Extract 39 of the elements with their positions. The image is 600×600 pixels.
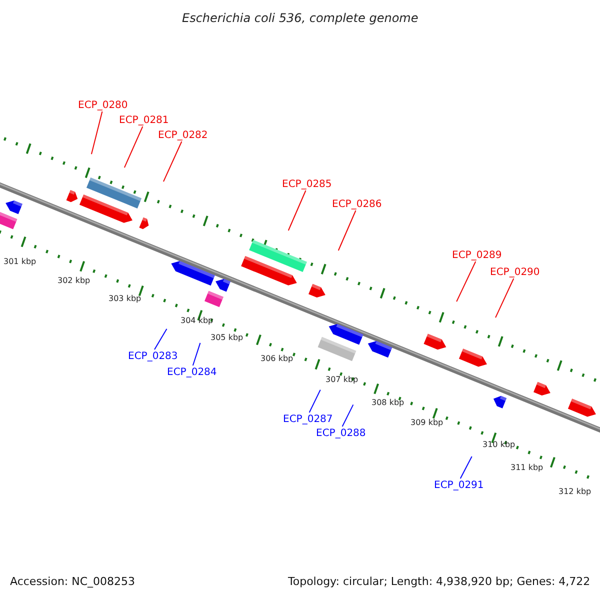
gene-label: ECP_0288 <box>316 428 366 438</box>
genome-summary: Topology: circular; Length: 4,938,920 bp; Genes: 4,722 <box>288 576 590 588</box>
map-title: Escherichia coli 536, complete genome <box>182 12 418 25</box>
scale-label: 312 kbp <box>558 488 592 496</box>
leader-line <box>308 389 321 413</box>
leader-line <box>495 278 514 318</box>
leader-line <box>338 210 356 251</box>
accession-text: Accession: NC_008253 <box>10 576 136 588</box>
gene-label: ECP_0280 <box>78 100 128 110</box>
leader-line <box>162 141 182 182</box>
leader-line <box>288 190 306 231</box>
gene-label: ECP_0290 <box>490 266 540 278</box>
scale-label: 303 kbp <box>108 294 142 304</box>
scale-label: 310 kbp <box>482 440 516 450</box>
gene-label: ECP_0281 <box>119 114 169 126</box>
leader-line <box>90 111 103 155</box>
gene-label: ECP_0282 <box>158 130 208 140</box>
gene-label: ECP_0289 <box>452 250 502 260</box>
scale-label: 307 kbp <box>326 376 358 384</box>
scale-label: 309 kbp <box>410 418 444 428</box>
gene-label: ECP_0286 <box>332 198 382 210</box>
leader-line <box>460 456 472 479</box>
scale-label: 311 kbp <box>510 464 544 472</box>
scale-label: 302 kbp <box>58 276 90 286</box>
leader-line <box>456 261 476 302</box>
scale-label: 308 kbp <box>372 398 404 408</box>
gene-label: ECP_0291 <box>434 480 484 490</box>
gene-label: ECP_0285 <box>282 178 332 190</box>
leader-line <box>124 126 144 168</box>
leader-line <box>192 342 201 366</box>
scale-label: 305 kbp <box>210 334 244 342</box>
gene-label: ECP_0283 <box>128 350 178 362</box>
scale-label: 301 kbp <box>4 258 36 266</box>
leader-line <box>154 328 168 350</box>
scale-label: 306 kbp <box>260 354 294 364</box>
leader-line <box>342 404 354 427</box>
gene-label: ECP_0284 <box>167 366 217 378</box>
scale-label: 304 kbp <box>180 316 214 326</box>
gene-label: ECP_0287 <box>283 414 333 424</box>
